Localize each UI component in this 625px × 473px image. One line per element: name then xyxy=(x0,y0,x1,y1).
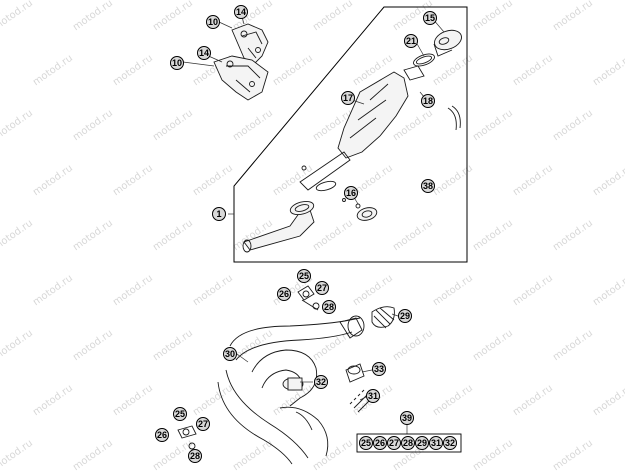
seal-ring xyxy=(413,53,435,67)
kit-contents-box xyxy=(356,433,462,453)
callout-27-upper: 27 xyxy=(315,281,329,295)
kit-callout-row: 25 26 27 28 29 31 32 xyxy=(359,436,457,450)
svg-text:39: 39 xyxy=(402,413,412,423)
mount-hardware-lower xyxy=(177,425,197,450)
callout-15: 15 xyxy=(423,11,437,25)
svg-text:26: 26 xyxy=(157,430,167,440)
lower-bracket xyxy=(213,55,269,101)
svg-text:18: 18 xyxy=(423,96,433,106)
svg-text:33: 33 xyxy=(374,364,384,374)
kit-callout-26: 26 xyxy=(373,436,387,450)
svg-text:38: 38 xyxy=(423,181,433,191)
svg-text:28: 28 xyxy=(190,451,200,461)
callout-28-upper: 28 xyxy=(322,300,336,314)
kit-callout-28: 28 xyxy=(401,436,415,450)
callout-33: 33 xyxy=(372,362,386,376)
svg-text:15: 15 xyxy=(425,13,435,23)
callout-14-upper: 14 xyxy=(234,5,248,19)
callout-16: 16 xyxy=(344,186,358,200)
svg-text:30: 30 xyxy=(225,349,235,359)
callout-25-upper: 25 xyxy=(297,269,311,283)
callout-18: 18 xyxy=(421,94,435,108)
exhaust-header-pipe xyxy=(217,315,365,465)
inlet-pipe xyxy=(242,200,315,253)
svg-text:14: 14 xyxy=(199,48,209,58)
callout-1: 1 xyxy=(212,207,226,221)
end-cap xyxy=(433,29,462,57)
kit-callout-label: 25 xyxy=(361,438,371,448)
svg-text:25: 25 xyxy=(175,409,185,419)
svg-text:32: 32 xyxy=(316,377,326,387)
kit-callout-31: 31 xyxy=(429,436,443,450)
svg-text:10: 10 xyxy=(172,58,182,68)
kit-callout-label: 32 xyxy=(445,438,455,448)
callout-21: 21 xyxy=(404,34,418,48)
callout-25-lower: 25 xyxy=(173,407,187,421)
kit-callout-label: 31 xyxy=(431,438,441,448)
callout-32: 32 xyxy=(314,375,328,389)
svg-text:1: 1 xyxy=(216,209,221,219)
callout-26-upper: 26 xyxy=(277,287,291,301)
header-spring-and-bracket xyxy=(345,306,395,413)
callout-14-lower: 14 xyxy=(197,46,211,60)
upper-bracket xyxy=(231,23,269,65)
callout-28-lower: 28 xyxy=(188,449,202,463)
small-bracket-clip xyxy=(447,105,461,131)
svg-text:17: 17 xyxy=(343,93,353,103)
callout-10-upper: 10 xyxy=(206,15,220,29)
kit-callout-29: 29 xyxy=(415,436,429,450)
callout-38: 38 xyxy=(421,179,435,193)
callout-30: 30 xyxy=(223,347,237,361)
svg-text:31: 31 xyxy=(368,391,378,401)
callout-31: 31 xyxy=(366,389,380,403)
callout-10-lower: 10 xyxy=(170,56,184,70)
rubber-grommet xyxy=(356,207,378,221)
callout-26-lower: 26 xyxy=(155,428,169,442)
svg-text:14: 14 xyxy=(236,7,246,17)
svg-text:28: 28 xyxy=(324,302,334,312)
mount-hardware-upper xyxy=(297,285,320,311)
kit-callout-25: 25 xyxy=(359,436,373,450)
svg-text:21: 21 xyxy=(406,36,416,46)
kit-callout-label: 27 xyxy=(389,438,399,448)
callout-29: 29 xyxy=(398,309,412,323)
kit-callout-label: 26 xyxy=(375,438,385,448)
silencer-group-frame xyxy=(233,6,468,263)
callout-39: 39 xyxy=(400,411,414,425)
svg-text:27: 27 xyxy=(317,283,327,293)
silencer-body xyxy=(299,65,425,191)
kit-callout-label: 28 xyxy=(403,438,413,448)
svg-text:10: 10 xyxy=(208,17,218,27)
svg-text:16: 16 xyxy=(346,188,356,198)
kit-callout-27: 27 xyxy=(387,436,401,450)
kit-callout-label: 29 xyxy=(417,438,427,448)
svg-text:29: 29 xyxy=(400,311,410,321)
svg-text:25: 25 xyxy=(299,271,309,281)
callout-27-lower: 27 xyxy=(196,417,210,431)
svg-text:27: 27 xyxy=(198,419,208,429)
kit-callout-32: 32 xyxy=(443,436,457,450)
callout-17: 17 xyxy=(341,91,355,105)
svg-text:26: 26 xyxy=(279,289,289,299)
